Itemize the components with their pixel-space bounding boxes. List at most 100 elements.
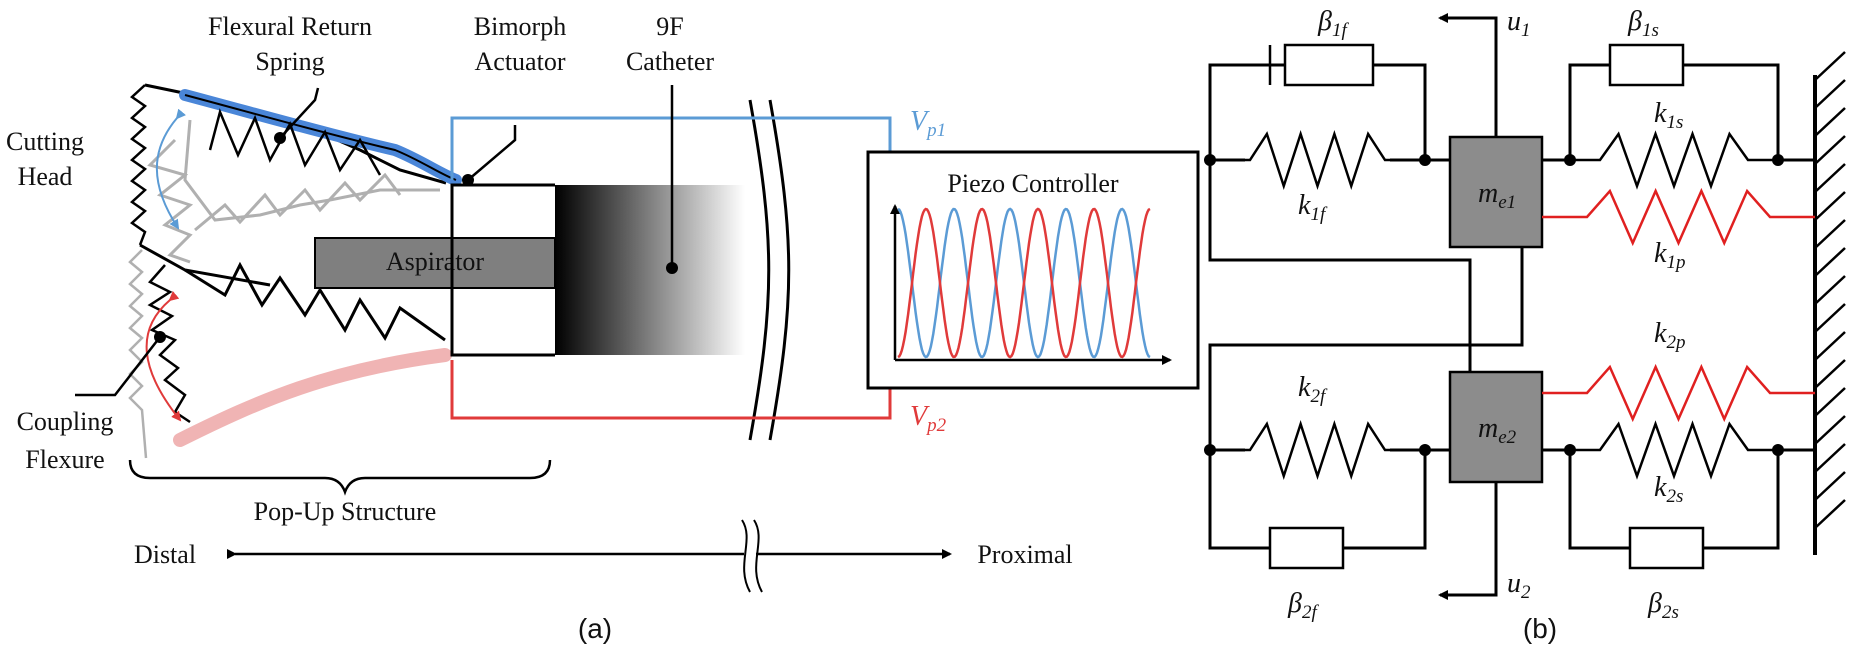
damper-beta1s — [1608, 43, 1685, 87]
right-frame-top-r — [1683, 63, 1780, 160]
flexural-return-spring-edge — [184, 94, 457, 181]
right-frame-bottom — [1568, 450, 1630, 550]
spring-label: Spring — [255, 47, 324, 76]
cutting-label: Cutting — [6, 127, 84, 156]
caption-a: (a) — [578, 613, 612, 644]
gray-cutting-teeth-lower — [128, 249, 148, 459]
catheter-body — [555, 185, 745, 355]
me1-label: me1 — [1478, 178, 1516, 213]
piezo-controller-label: Piezo Controller — [947, 169, 1118, 198]
ground-hatch-line — [1814, 387, 1846, 417]
spring-k2s — [1570, 420, 1778, 480]
right-frame-top — [1568, 63, 1610, 160]
aspirator-label: Aspirator — [386, 247, 485, 276]
damper-beta2s — [1628, 526, 1705, 570]
catheter-dot — [666, 262, 678, 274]
ground-hatch-line — [1814, 107, 1846, 137]
red-motion-arrow — [145, 290, 182, 422]
flexure-label: Flexure — [25, 445, 104, 474]
gray-frame-line — [183, 119, 440, 222]
cross-link-bottom — [1208, 247, 1524, 450]
damper-beta2f — [1268, 526, 1345, 570]
ground-hatch-line — [1814, 247, 1846, 277]
ground-hatch-line — [1814, 219, 1846, 249]
vp2-wire — [450, 360, 892, 420]
axis-break-left — [741, 519, 751, 593]
me2-label: me2 — [1478, 413, 1517, 448]
distal-label: Distal — [134, 540, 196, 569]
bimorph-label: Bimorph — [474, 12, 566, 41]
coupling-leader — [75, 336, 161, 397]
panel-b: me1 me2 u1 u2 — [1204, 6, 1846, 644]
spring-k1f — [1245, 129, 1390, 191]
ground-hatch-line — [1814, 275, 1846, 305]
blue-motion-arrow — [155, 108, 186, 230]
catheter-label: Catheter — [626, 47, 714, 76]
ground-hatch-line — [1814, 135, 1846, 165]
caption-b: (b) — [1523, 613, 1557, 644]
ground-hatch-line — [1814, 79, 1846, 109]
lower-zigzag — [184, 261, 446, 342]
ground-hatch-line — [1814, 331, 1846, 361]
coupling-label: Coupling — [17, 407, 114, 436]
mass-me2 — [1448, 370, 1544, 484]
right-frame-bottom-r — [1703, 450, 1780, 550]
ground-hatch-line — [1814, 415, 1846, 445]
spring-k2p — [1542, 363, 1815, 423]
actuator-label: Actuator — [475, 47, 566, 76]
k2s-label: k2s — [1654, 472, 1683, 507]
u1-arrow — [1438, 13, 1498, 137]
return-spring-zigzag — [208, 108, 382, 176]
spring-k1s — [1570, 130, 1778, 190]
k1f-label: k1f — [1298, 190, 1328, 225]
flexural-return-label: Flexural Return — [208, 12, 372, 41]
catheter-break-left — [748, 99, 771, 441]
cross-link-top — [1208, 160, 1472, 372]
gray-return-zigzag — [194, 172, 402, 232]
bimorph-leader — [467, 125, 517, 181]
ground-hatch-line — [1814, 191, 1846, 221]
panel-a: Aspirator Piezo Controller Vp1 Vp2 — [6, 12, 1200, 644]
ground-hatch-line — [1814, 163, 1846, 193]
left-frame-bottom — [1208, 450, 1270, 550]
k1p-label: k1p — [1654, 238, 1685, 273]
ground-hatch — [1814, 51, 1846, 529]
u2-label: u2 — [1507, 568, 1531, 603]
ground-hatch-line — [1814, 443, 1846, 473]
k1s-label: k1s — [1654, 98, 1683, 133]
vp1-label: Vp1 — [910, 106, 946, 141]
ground-hatch-line — [1814, 359, 1846, 389]
catheter-9f-label: 9F — [656, 12, 683, 41]
vp2-waveform — [897, 207, 1151, 359]
k2f-label: k2f — [1298, 372, 1328, 407]
coupling-dot — [154, 331, 166, 343]
bimorph-dot — [462, 174, 474, 186]
pop-up-brace — [128, 459, 552, 496]
head-label: Head — [18, 162, 73, 191]
beta2s-label: β2s — [1647, 588, 1679, 623]
flexural-spring-leader — [279, 87, 320, 139]
u1-label: u1 — [1507, 6, 1531, 41]
beta1s-label: β1s — [1627, 6, 1659, 41]
cutting-teeth-upper — [130, 84, 147, 246]
catheter-break-right — [768, 99, 791, 441]
junction-nodes — [1204, 154, 1784, 456]
damper-beta1f — [1268, 43, 1375, 87]
gray-zigzag-upper — [147, 138, 194, 264]
u2-arrow — [1438, 482, 1498, 600]
beta1f-label: β1f — [1317, 6, 1349, 41]
ground-hatch-line — [1814, 303, 1846, 333]
pop-up-structure-label: Pop-Up Structure — [254, 497, 437, 526]
upper-jaw-lower-edge — [139, 243, 271, 287]
proximal-label: Proximal — [977, 540, 1072, 569]
flexural-spring-dot — [274, 132, 286, 144]
actuator-housing — [450, 183, 555, 357]
left-frame-top-right — [1373, 63, 1427, 160]
left-frame-bottom-right — [1343, 450, 1427, 550]
beta2f-label: β2f — [1287, 588, 1319, 623]
k2p-label: k2p — [1654, 318, 1685, 353]
mass-me1 — [1448, 135, 1544, 249]
lower-return-spring-pink — [173, 348, 452, 447]
spring-k1p — [1542, 187, 1815, 247]
spring-k2f — [1245, 419, 1390, 481]
